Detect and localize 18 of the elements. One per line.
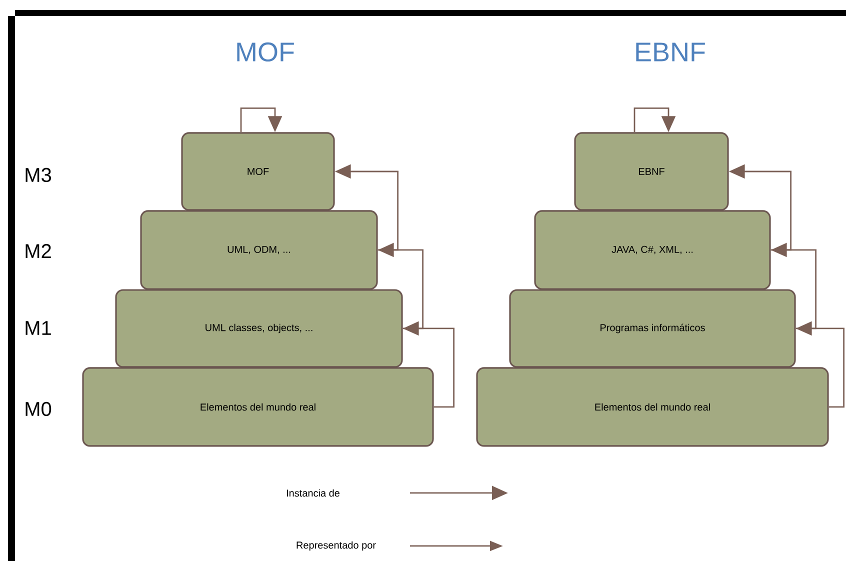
arrow [240, 107, 282, 132]
layer-box: Programas informáticos [509, 289, 796, 368]
level-label: M3 [26, 168, 52, 182]
layer-box: JAVA, C#, XML, ... [534, 210, 771, 290]
layer-box: EBNF [574, 132, 729, 211]
legend-text: Instancia de [286, 489, 340, 497]
layer-box: Elementos del mundo real [82, 367, 434, 447]
level-label: M0 [26, 402, 52, 416]
level-label: M1 [26, 321, 51, 335]
layer-box: UML classes, objects, ... [115, 289, 403, 368]
layer-box: MOF [181, 132, 335, 211]
column-title: MOF [237, 42, 294, 62]
layer-box: Elementos del mundo real [476, 367, 829, 447]
legend-text: Representado por [296, 541, 376, 551]
arrow [634, 107, 676, 132]
column-title: EBNF [636, 42, 705, 62]
layer-box: UML, ODM, ... [140, 210, 378, 290]
level-label: M2 [26, 244, 51, 258]
